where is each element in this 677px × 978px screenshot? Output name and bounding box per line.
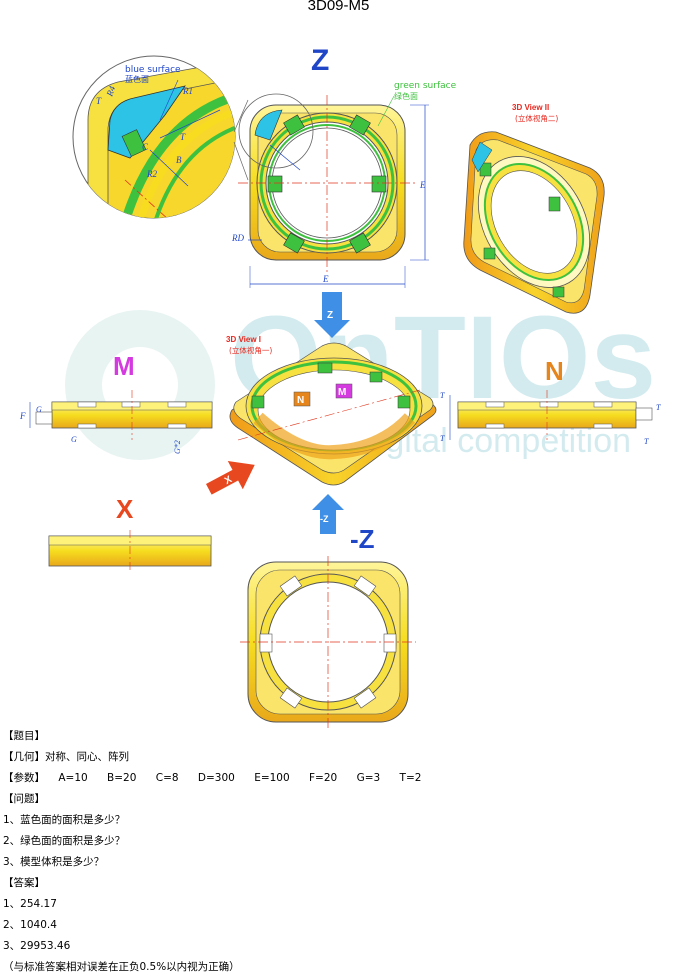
dim-RD: RD	[231, 233, 244, 243]
dim-T-n1: T	[440, 391, 445, 400]
front-view-x	[48, 530, 212, 572]
geometry-label: 【几何】	[3, 751, 45, 763]
answer-header: 【答案】	[3, 877, 45, 889]
dim-F: F	[19, 411, 26, 421]
dim-T-n2: T	[440, 434, 445, 443]
geometry-line: 【几何】对称、同心、阵列	[3, 747, 673, 768]
dim-G2: G*2	[173, 440, 182, 454]
green-surface-label: green surface	[394, 81, 457, 91]
param-d: D=300	[197, 772, 235, 784]
dim-E-bottom: E	[322, 274, 329, 284]
arrow-z: Z	[314, 292, 350, 338]
problem-text: 【题目】 【几何】对称、同心、阵列 【参数】 A=10 B=20 C=8 D=3…	[3, 726, 673, 978]
param-t: T=2	[399, 772, 422, 784]
arrow-neg-z: -Z	[312, 494, 344, 534]
params-line: 【参数】 A=10 B=20 C=8 D=300 E=100 F=20 G=3 …	[3, 768, 673, 789]
dim-G-bottom: G	[71, 435, 77, 444]
marker-n: N	[297, 395, 304, 406]
page-title: 3D09-M5	[307, 0, 370, 14]
dim-T-n4: T	[644, 437, 649, 446]
answer-1: 1、254.17	[3, 898, 57, 910]
dim-E-right: E	[419, 180, 426, 190]
arrow-z-label: Z	[327, 310, 333, 321]
top-view-z: RD E E	[231, 93, 429, 288]
param-e: E=100	[254, 772, 290, 784]
blue-surface-top	[254, 109, 283, 141]
marker-m: M	[338, 387, 346, 398]
dim-T-detail-2: T	[180, 132, 186, 142]
view1-title: 3D View I	[226, 335, 261, 344]
dim-R2: R2	[146, 169, 157, 179]
view-label-m: M	[113, 351, 135, 381]
dim-R1: R1	[182, 86, 193, 96]
detail-view: R4 T R1 C B R2 T	[72, 55, 236, 219]
blue-surface-label-cn: 蓝色面	[125, 74, 149, 84]
question-3: 3、模型体积是多少？	[3, 856, 105, 868]
view-label-x: X	[116, 494, 134, 524]
view-label-neg-z: -Z	[350, 524, 375, 554]
dim-G-left: G	[36, 405, 42, 414]
dim-B: B	[176, 155, 182, 165]
side-view-m: F G G G*2	[19, 390, 213, 454]
param-b: B=20	[107, 772, 137, 784]
answer-3: 3、29953.46	[3, 940, 71, 952]
view2-title: 3D View II	[512, 103, 549, 112]
green-surface-label-cn: 绿色面	[394, 91, 418, 101]
geometry-value: 对称、同心、阵列	[45, 751, 129, 763]
side-view-n: T T T T	[440, 390, 661, 446]
view-3d-ii	[463, 131, 605, 314]
params-label: 【参数】	[3, 772, 45, 784]
dim-R4: R4	[104, 84, 117, 98]
header-title: 【题目】	[3, 730, 45, 742]
arrow-x: X	[205, 461, 255, 495]
view-3d-i: N M	[229, 342, 437, 486]
blue-surface-3d-ii	[471, 141, 493, 173]
view1-subtitle: (立体视角一)	[229, 345, 272, 355]
param-f: F=20	[309, 772, 338, 784]
dim-T-detail: T	[96, 96, 102, 106]
dim-C: C	[142, 142, 149, 152]
view2-subtitle: (立体视角二)	[515, 113, 558, 123]
blue-surface-label: blue surface	[125, 65, 181, 75]
bottom-view-neg-z	[240, 556, 416, 728]
dim-T-n3: T	[656, 403, 661, 412]
answer-2: 2、1040.4	[3, 919, 57, 931]
question-header: 【问题】	[3, 793, 45, 805]
view-label-z: Z	[311, 44, 329, 77]
param-a: A=10	[58, 772, 88, 784]
param-g: G=3	[356, 772, 381, 784]
arrow-neg-z-label: -Z	[320, 514, 329, 524]
view-label-n: N	[545, 356, 564, 386]
param-c: C=8	[155, 772, 179, 784]
arrow-x-label: X	[223, 474, 234, 487]
question-2: 2、绿色面的面积是多少？	[3, 835, 126, 847]
question-1: 1、蓝色面的面积是多少？	[3, 814, 126, 826]
